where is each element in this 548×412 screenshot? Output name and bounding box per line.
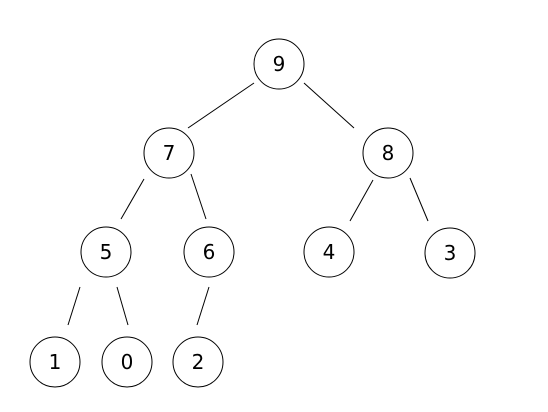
node-circle <box>172 336 224 388</box>
node-label: 3 <box>444 241 457 265</box>
tree-node-9: 9 <box>253 38 305 90</box>
node-label: 4 <box>323 240 336 264</box>
tree-node-7: 7 <box>143 127 195 179</box>
node-circle <box>80 226 132 278</box>
tree-node-2: 2 <box>172 336 224 388</box>
node-circle <box>143 127 195 179</box>
tree-edge-n5-n0 <box>116 286 129 326</box>
node-circle <box>362 127 414 179</box>
tree-edge-n7-n6 <box>190 173 207 220</box>
node-label: 2 <box>192 350 205 374</box>
node-label: 9 <box>273 52 286 76</box>
tree-edge-n9-n7 <box>187 82 255 129</box>
node-circle <box>183 226 235 278</box>
tree-edge-n8-n3 <box>409 177 429 222</box>
tree-edge-n6-n2 <box>196 286 210 326</box>
tree-edge-n7-n5 <box>120 178 145 220</box>
node-circle <box>29 336 81 388</box>
tree-node-6: 6 <box>183 226 235 278</box>
tree-edge-n5-n1 <box>67 286 81 326</box>
tree-node-8: 8 <box>362 127 414 179</box>
node-circle <box>303 226 355 278</box>
tree-edge-n8-n4 <box>349 179 374 222</box>
node-circle <box>253 38 305 90</box>
tree-edge-n9-n8 <box>303 82 355 129</box>
tree-edges <box>67 82 429 326</box>
tree-node-5: 5 <box>80 226 132 278</box>
node-label: 0 <box>121 350 134 374</box>
node-circle <box>424 227 476 279</box>
tree-node-4: 4 <box>303 226 355 278</box>
node-label: 1 <box>49 350 62 374</box>
tree-node-1: 1 <box>29 336 81 388</box>
node-circle <box>101 336 153 388</box>
node-label: 7 <box>163 141 176 165</box>
node-label: 8 <box>382 141 395 165</box>
tree-node-0: 0 <box>101 336 153 388</box>
node-label: 6 <box>203 240 216 264</box>
tree-node-3: 3 <box>424 227 476 279</box>
node-label: 5 <box>100 240 113 264</box>
